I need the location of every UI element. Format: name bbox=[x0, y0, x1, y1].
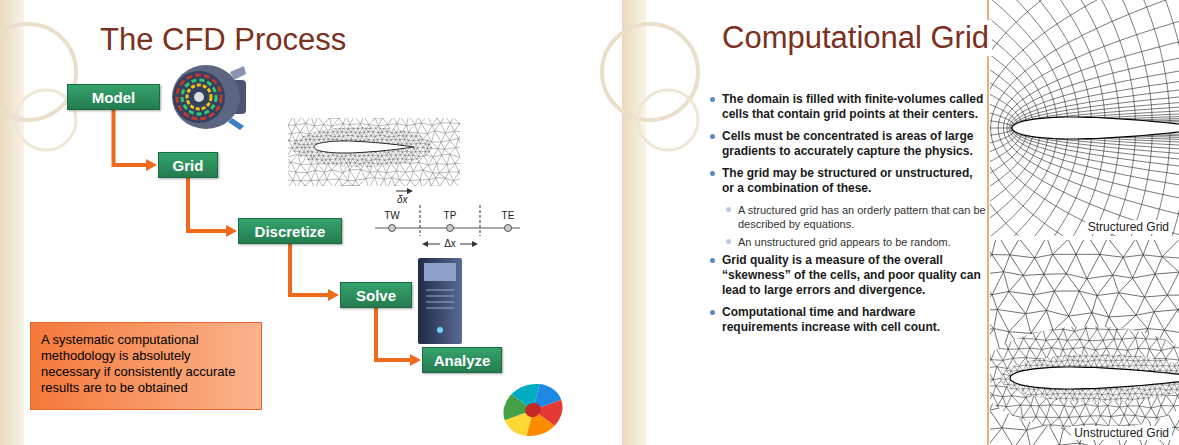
bullet-text: Cells must be concentrated is areas of l… bbox=[708, 129, 986, 159]
slide-strip bbox=[622, 0, 646, 445]
flow-arrow bbox=[188, 178, 237, 237]
engine-fan bbox=[173, 71, 225, 123]
grid-point bbox=[447, 225, 454, 232]
deco-circle bbox=[638, 90, 698, 150]
dim-arrow-head bbox=[472, 241, 478, 247]
tower-slot bbox=[426, 302, 454, 303]
engine-picture bbox=[172, 65, 246, 130]
tower-slot bbox=[426, 290, 454, 291]
figure-label: Unstructured Grid bbox=[1071, 426, 1172, 440]
clip-group bbox=[990, 309, 1179, 445]
step-label: Solve bbox=[356, 287, 396, 304]
arrow-head bbox=[328, 289, 339, 301]
tower-slot bbox=[426, 296, 454, 297]
airfoil bbox=[1012, 117, 1179, 139]
dim-arrow bbox=[427, 244, 440, 245]
bullet-text: Computational time and hardware requirem… bbox=[708, 305, 986, 335]
engine-casing bbox=[172, 65, 240, 129]
tower-slot bbox=[426, 308, 454, 309]
bullet-list: The domain is filled with finite-volumes… bbox=[708, 92, 986, 342]
face-line bbox=[420, 205, 421, 236]
flow-arrow bbox=[114, 110, 158, 171]
engine-part bbox=[228, 118, 244, 130]
arrow-head bbox=[226, 225, 237, 237]
deco-circle bbox=[0, 24, 76, 120]
mesh-lines bbox=[990, 309, 1179, 445]
figure-label: Δx bbox=[441, 238, 459, 250]
sub-bullet: A structured grid has an orderly pattern… bbox=[708, 203, 986, 231]
engine-ring bbox=[177, 75, 221, 119]
bullet-text: The grid may be structured or unstructur… bbox=[708, 166, 986, 196]
figure-label: TP bbox=[444, 210, 457, 222]
clip-group bbox=[990, 0, 1179, 236]
mesh-lines bbox=[990, 240, 1179, 445]
step-label: Analyze bbox=[434, 352, 491, 369]
slide-title: The CFD Process bbox=[97, 22, 349, 58]
separator-line bbox=[987, 0, 989, 445]
engine-ring bbox=[182, 80, 216, 114]
engine-part bbox=[230, 66, 246, 80]
sub-bullet: An unstructured grid appears to be rando… bbox=[708, 235, 986, 249]
arrow-line bbox=[188, 178, 228, 231]
unstructured-grid-picture bbox=[962, 215, 1179, 445]
flow-arrow bbox=[290, 244, 339, 301]
clip-group bbox=[288, 120, 442, 176]
callout-text: A systematic computational methodology i… bbox=[41, 332, 235, 395]
process-box: Model bbox=[67, 84, 160, 110]
clip-group bbox=[288, 118, 460, 186]
clip-group bbox=[992, 346, 1179, 410]
figure-label: TE bbox=[502, 210, 515, 222]
dim-arrow-head bbox=[422, 241, 428, 247]
mesh-lines bbox=[992, 346, 1179, 410]
airfoil bbox=[314, 141, 414, 153]
engine-ring bbox=[187, 85, 211, 109]
step-label: Discretize bbox=[255, 223, 326, 240]
process-box: Discretize bbox=[238, 218, 342, 244]
airfoil bbox=[1010, 367, 1179, 389]
tower-light bbox=[437, 327, 443, 333]
fan-hub bbox=[523, 401, 543, 419]
result-fan bbox=[496, 376, 570, 444]
figure-label: TW bbox=[384, 210, 400, 222]
arrow-head bbox=[410, 354, 421, 366]
step-label: Grid bbox=[173, 157, 204, 174]
grid-point bbox=[389, 225, 396, 232]
slide-strip bbox=[0, 0, 24, 445]
face-line bbox=[480, 205, 481, 236]
engine-hub bbox=[194, 92, 204, 102]
arrow-line bbox=[290, 244, 330, 295]
callout-box: A systematic computational methodology i… bbox=[30, 322, 262, 410]
process-box: Solve bbox=[340, 282, 412, 308]
arrow-line bbox=[114, 110, 149, 165]
process-box: Grid bbox=[158, 152, 218, 178]
mesh-lines bbox=[288, 118, 460, 186]
clip-group bbox=[990, 240, 1179, 445]
arrow-line bbox=[376, 308, 412, 360]
grid-lines bbox=[990, 0, 1179, 236]
airfoil-mesh bbox=[277, 108, 483, 197]
figure-label: Structured Grid bbox=[1085, 220, 1172, 234]
deco-circle bbox=[602, 24, 698, 120]
dx-arrow-head bbox=[407, 188, 413, 194]
bullet-text: Grid quality is a measure of the overall… bbox=[708, 253, 986, 298]
dim-arrow bbox=[460, 244, 473, 245]
flow-arrow bbox=[376, 308, 421, 366]
tower-case bbox=[418, 258, 462, 344]
computer-picture bbox=[418, 258, 462, 344]
step-label: Model bbox=[92, 89, 135, 106]
mesh-lines bbox=[288, 120, 442, 176]
slide-title: Computational Grid bbox=[719, 20, 992, 56]
tower-panel bbox=[424, 263, 456, 281]
bullet-text: The domain is filled with finite-volumes… bbox=[708, 92, 986, 122]
arrow-head bbox=[146, 159, 157, 171]
grid-point bbox=[505, 225, 512, 232]
figure-label: δx bbox=[397, 194, 408, 206]
process-box: Analyze bbox=[422, 347, 502, 373]
